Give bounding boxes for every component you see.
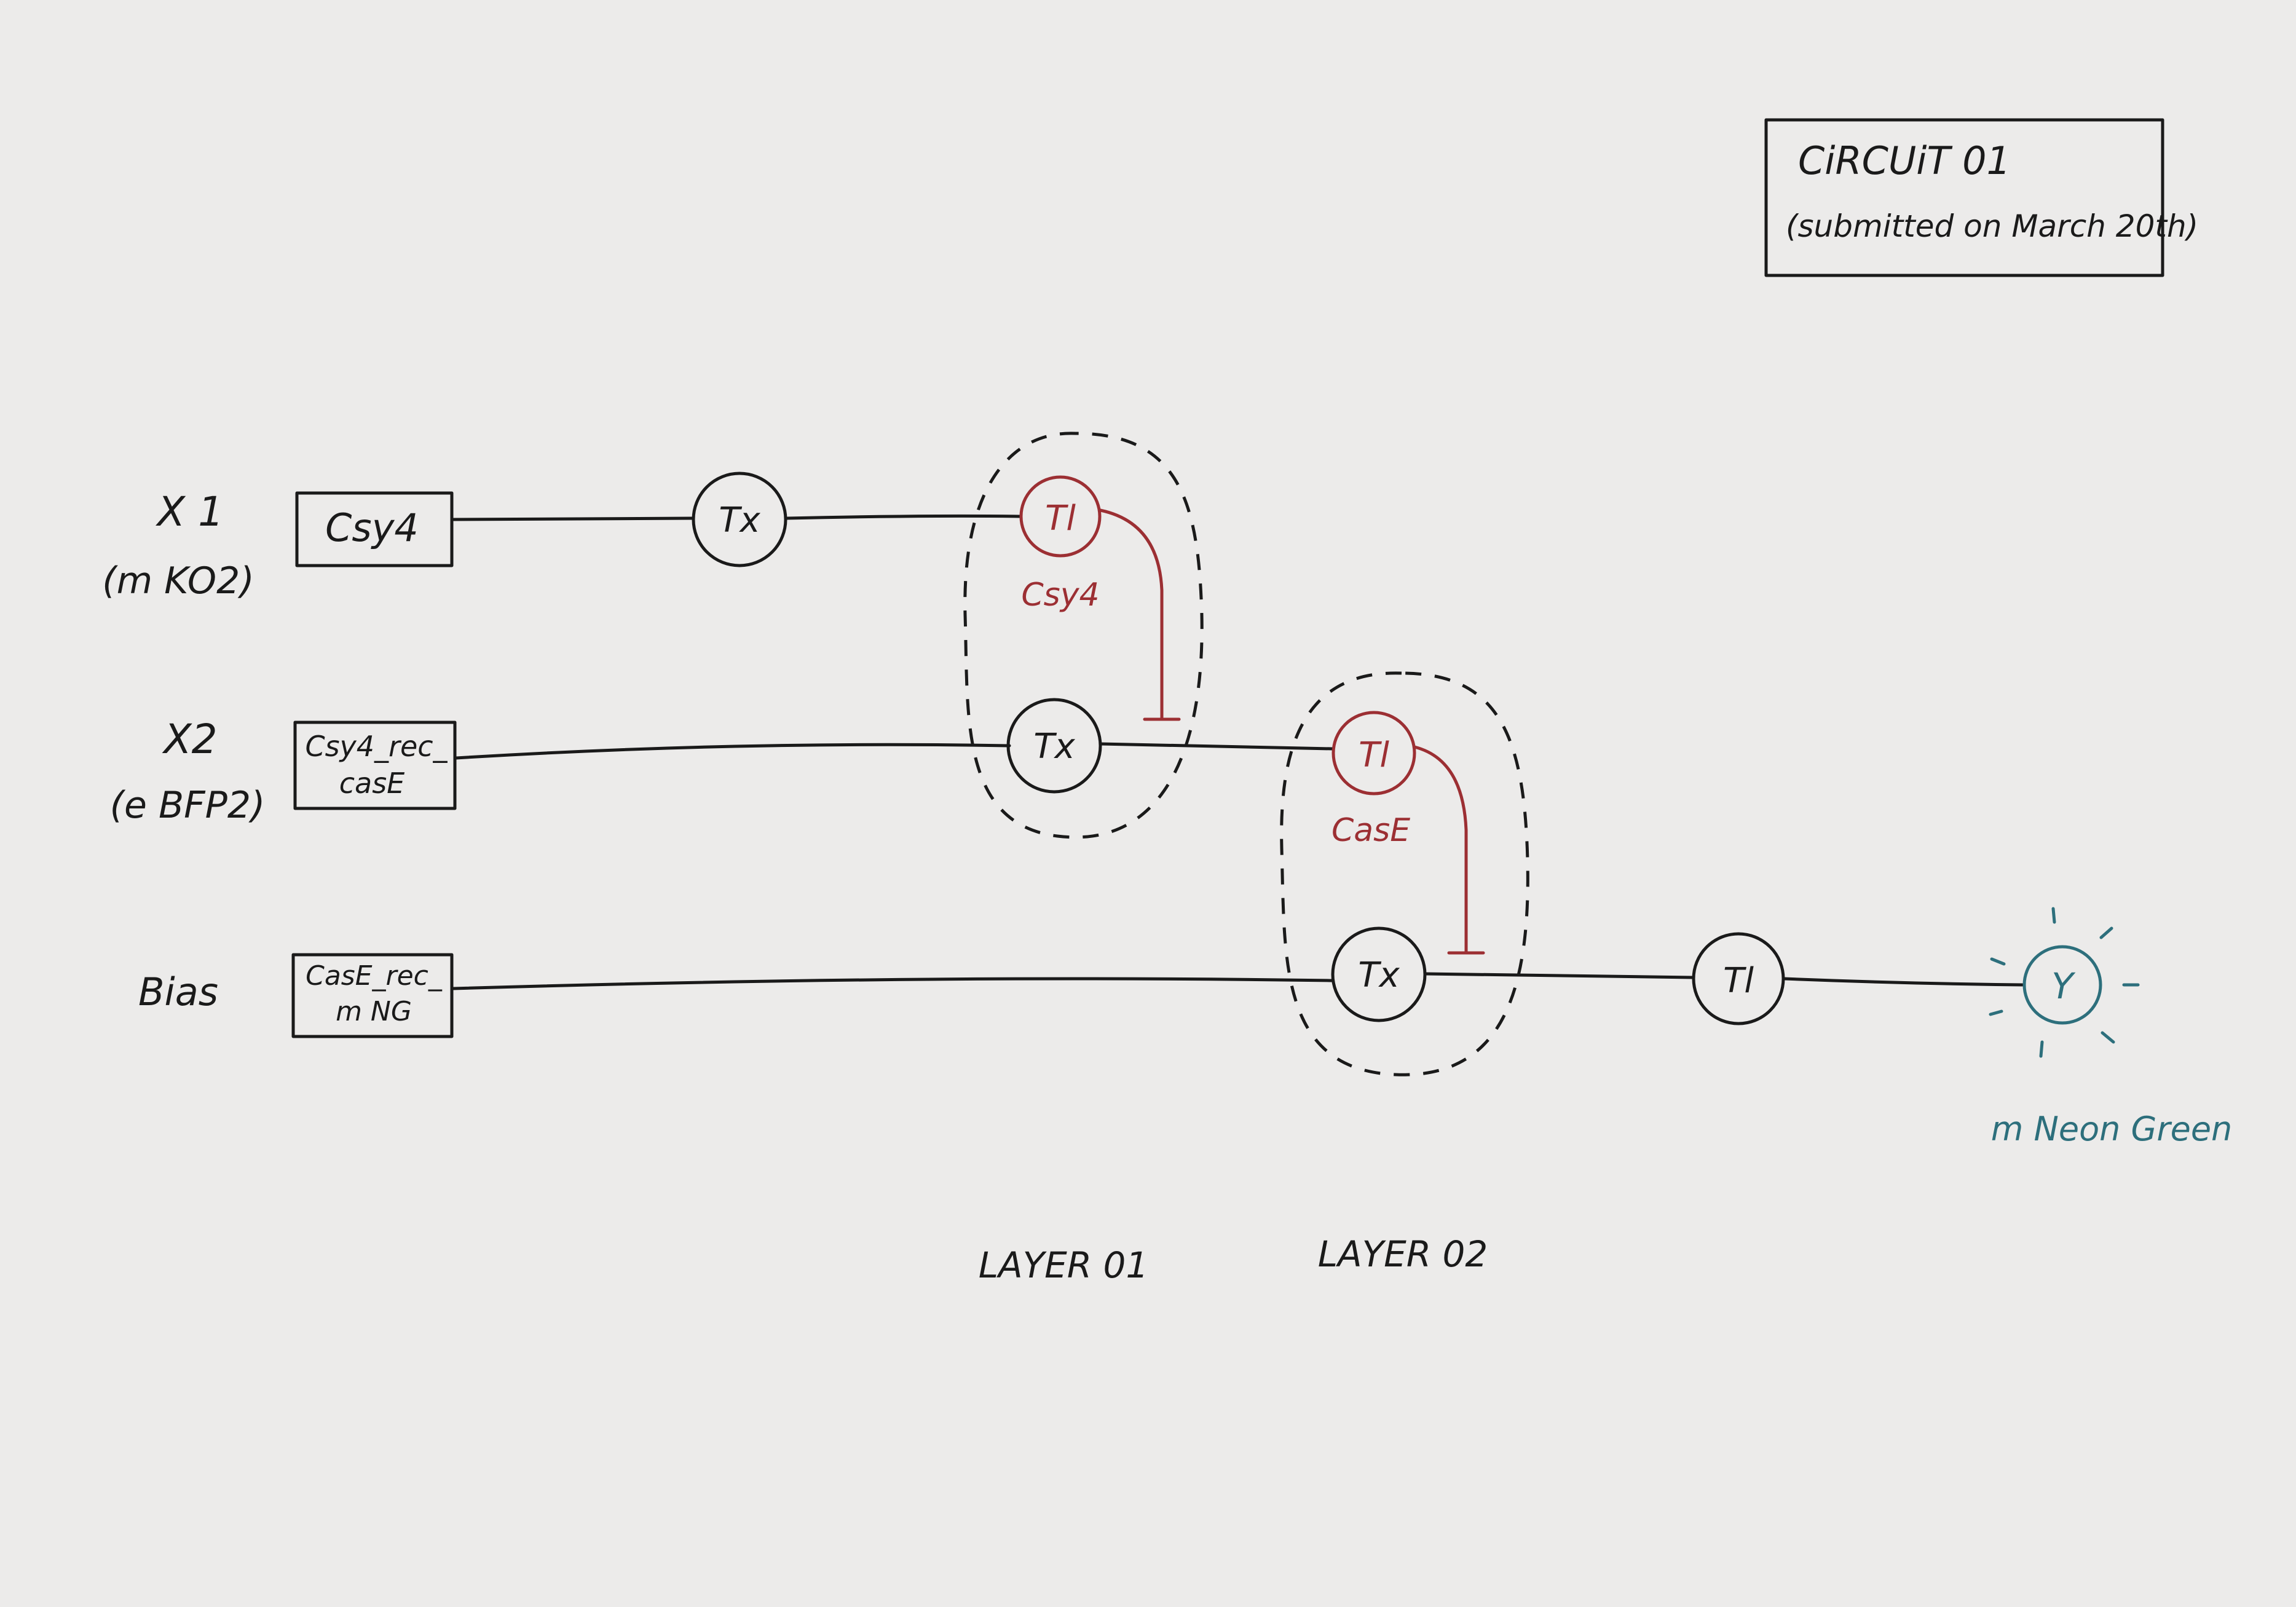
wire-x2-a <box>454 743 1011 760</box>
input-x2-sublabel: (e BFP2) <box>110 784 266 827</box>
tl-node-3-label: Tl <box>1723 961 1754 1001</box>
part-box-case-rec-line1: CasE_rec_ <box>306 960 443 992</box>
tl-node-3 <box>1692 932 1785 1025</box>
part-boxes: Csy4 Csy4_rec_ casE CasE_rec_ m NG <box>291 491 457 1038</box>
wire-bias-a <box>451 977 1335 990</box>
input-labels: X 1 (m KO2) X2 (e BFP2) Bias <box>102 488 265 1014</box>
tl-node-2-label: Tl <box>1359 735 1389 775</box>
circuit-title: CiRCUiT 01 <box>1798 138 2011 183</box>
layer-labels: LAYER 01 LAYER 02 <box>979 1233 1488 1286</box>
input-x2-label: X2 <box>162 716 217 763</box>
circuit-subtitle: (submitted on March 20th) <box>1786 208 2198 244</box>
layer2-label: LAYER 02 <box>1318 1233 1488 1275</box>
part-box-csy4 <box>295 491 454 567</box>
input-bias-label: Bias <box>138 969 218 1014</box>
tl-node-1-label: Tl <box>1045 499 1076 539</box>
repression-arc-2 <box>1413 745 1468 955</box>
glow-rays-icon <box>1989 907 2140 1058</box>
tx-node-3-label: Tx <box>1358 955 1400 995</box>
tx-node-1-label: Tx <box>719 500 760 540</box>
input-x1-sublabel: (m KO2) <box>102 559 254 602</box>
input-x1-label: X 1 <box>156 488 224 535</box>
output-stage: Tl Y m Neon Green <box>1692 907 2233 1148</box>
part-box-csy4-rec-line1: Csy4_rec_ <box>305 730 448 763</box>
repressor-csy4-label: Csy4 <box>1021 577 1099 614</box>
part-box-csy4-label: Csy4 <box>325 505 419 550</box>
repression-arc-1 <box>1099 508 1164 721</box>
tx-node-3 <box>1331 926 1427 1022</box>
tx-node-2 <box>1006 698 1102 794</box>
wire-x1-a <box>451 516 695 521</box>
layer2-nodes: Tl CasE Tx <box>1331 711 1485 1022</box>
layer1-dashed-group <box>963 432 1204 839</box>
wire-x1-b <box>785 514 1022 520</box>
repressor-case-label: CasE <box>1331 812 1410 849</box>
tx-node-1 <box>692 472 787 567</box>
wire-bias-b <box>1423 972 1695 979</box>
output-label: m Neon Green <box>1991 1110 2233 1148</box>
layer-groups <box>963 432 1529 1076</box>
output-y-node <box>2022 945 2102 1025</box>
part-box-csy4-rec-case <box>293 721 457 810</box>
layer1-label: LAYER 01 <box>979 1244 1149 1286</box>
title-frame <box>1764 118 2164 277</box>
part-box-case-rec-line2: m NG <box>336 996 412 1027</box>
tx-node-2-label: Tx <box>1033 727 1075 767</box>
wire-bias-out <box>1783 977 2024 987</box>
wire-x2-b <box>1099 742 1335 751</box>
layer1-nodes: Tx Tl Csy4 Tx <box>692 472 1181 794</box>
tl-node-1 <box>1019 475 1102 558</box>
wires <box>451 514 2024 990</box>
title-box: CiRCUiT 01 (submitted on March 20th) <box>1764 118 2198 277</box>
part-box-csy4-rec-line2: casE <box>339 767 405 800</box>
output-y-label: Y <box>2051 965 2076 1007</box>
tl-node-2 <box>1331 711 1416 796</box>
layer2-dashed-group <box>1280 671 1529 1076</box>
part-box-case-rec-mng <box>291 953 454 1038</box>
